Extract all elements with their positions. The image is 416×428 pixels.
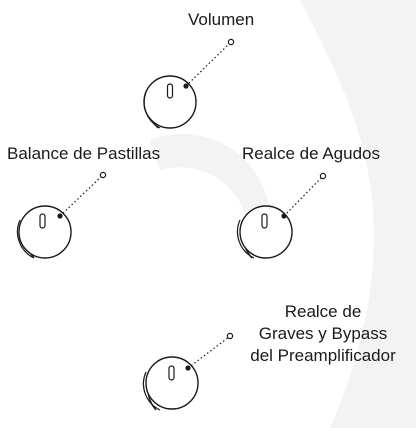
leader-line bbox=[59, 175, 103, 217]
pickup-balance-knob[interactable] bbox=[16, 171, 107, 259]
knob-rim bbox=[143, 91, 161, 129]
leader-end-dot bbox=[227, 38, 235, 46]
leader-end-dot bbox=[99, 171, 107, 179]
knob-face bbox=[239, 205, 293, 259]
leader-end-dot bbox=[319, 172, 327, 180]
knob-rim bbox=[236, 219, 255, 259]
background-watermark bbox=[150, 0, 416, 428]
knob-pointer bbox=[168, 365, 175, 381]
bass-boost-knob[interactable] bbox=[142, 332, 234, 411]
pickup-balance-label: Balance de Pastillas bbox=[7, 144, 161, 163]
bass-boost-label-line2: Graves y Bypass bbox=[258, 324, 388, 343]
knob-pointer bbox=[166, 83, 174, 99]
volume-label: Volumen bbox=[188, 10, 255, 29]
knob-rim bbox=[142, 371, 161, 411]
leader-line bbox=[187, 336, 230, 369]
knob-pointer bbox=[261, 213, 268, 229]
treble-boost-label: Realce de Agudos bbox=[242, 144, 380, 163]
volume-knob[interactable] bbox=[143, 38, 235, 129]
knob-face bbox=[145, 356, 199, 410]
leader-line bbox=[185, 42, 231, 87]
bass-boost-label-line1: Realce de bbox=[284, 302, 362, 321]
leader-end-dot bbox=[226, 332, 234, 340]
bass-boost-label: Realce de Graves y Bypass del Preamplifi… bbox=[230, 301, 416, 367]
bass-boost-label-line3: del Preamplificador bbox=[250, 346, 396, 365]
knob-pointer bbox=[39, 213, 46, 229]
knob-face bbox=[18, 205, 72, 259]
knob-rim bbox=[16, 219, 35, 259]
treble-boost-knob[interactable] bbox=[236, 172, 327, 259]
leader-line bbox=[283, 176, 323, 217]
